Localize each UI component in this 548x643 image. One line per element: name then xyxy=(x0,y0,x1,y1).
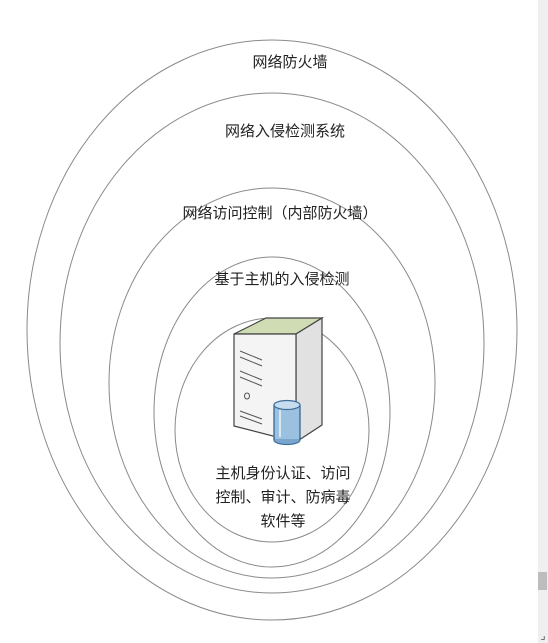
label-network-access-control: 网络访问控制（内部防火墙） xyxy=(182,204,377,222)
scrollbar-thumb[interactable] xyxy=(538,572,547,590)
label-host-security-line3: 软件等 xyxy=(260,512,305,530)
label-host-security-line1: 主机身份认证、访问 xyxy=(215,464,350,482)
scrollbar-track[interactable] xyxy=(538,0,548,643)
label-host-ids: 基于主机的入侵检测 xyxy=(214,270,349,288)
label-network-firewall: 网络防火墙 xyxy=(252,53,327,71)
label-host-security-line2: 控制、审计、防病毒 xyxy=(215,488,350,506)
database-icon xyxy=(273,399,301,446)
resize-corner-icon: ⌟ xyxy=(540,629,546,642)
label-network-ids: 网络入侵检测系统 xyxy=(225,122,345,140)
